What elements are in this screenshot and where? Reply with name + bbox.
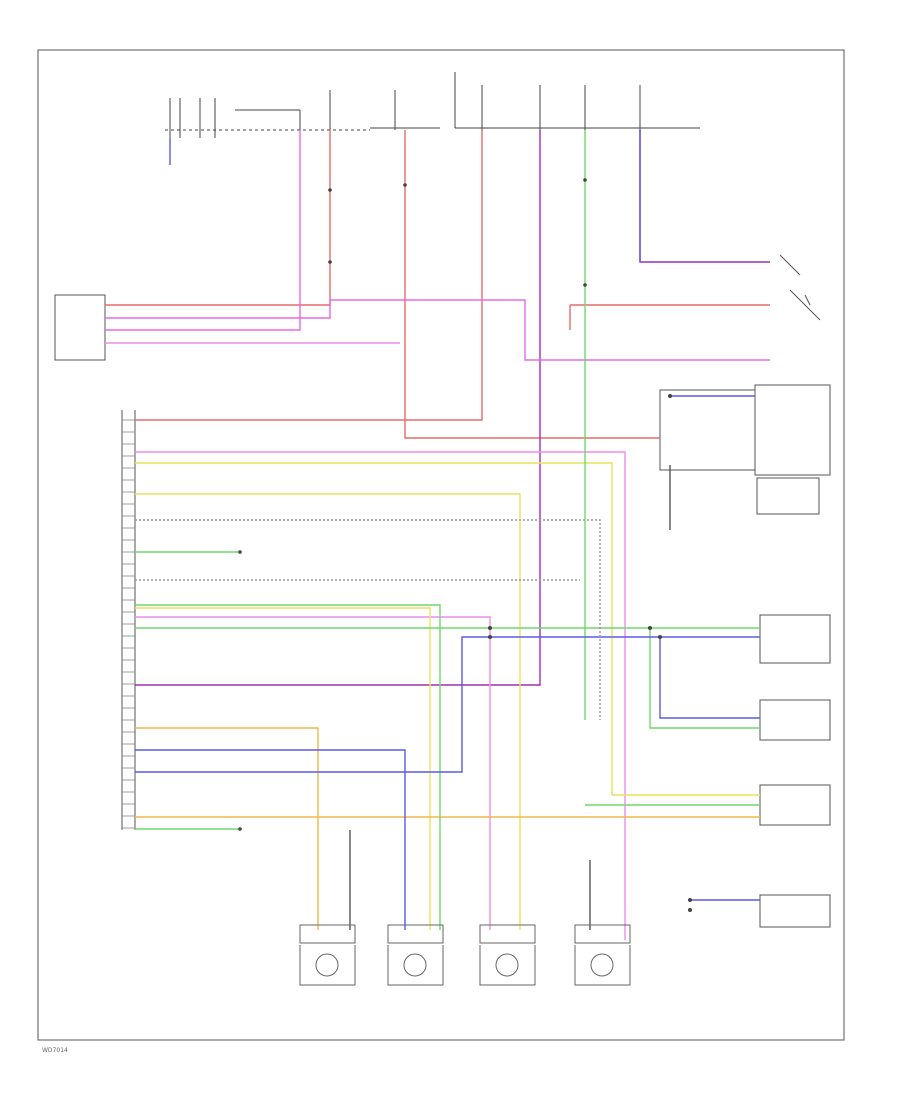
wire-blue-4 — [659, 637, 760, 719]
wire-pink-4 — [639, 130, 770, 263]
top-fuse-area — [165, 72, 700, 138]
wire-red-1 — [135, 130, 483, 421]
wire-red-2 — [404, 130, 660, 439]
sensor-2 — [387, 924, 444, 986]
wire-magenta-2 — [105, 130, 301, 331]
main-module — [121, 410, 136, 830]
wire-magenta-1 — [105, 299, 770, 361]
wire-yellow-1 — [135, 462, 760, 796]
wire-yellow-3 — [135, 607, 431, 930]
main-module-pins — [122, 419, 135, 829]
wire-pink-2 — [135, 451, 626, 940]
wire-orange-1 — [135, 727, 319, 930]
wire-blue-2 — [135, 749, 406, 930]
wire-green-5 — [649, 628, 760, 729]
junction-dots — [238, 178, 692, 912]
wire-black-1 — [135, 519, 601, 720]
sensor-1 — [299, 924, 356, 986]
diagram-border — [37, 49, 845, 1041]
wire-pink-3 — [135, 616, 491, 930]
right-components — [659, 254, 831, 928]
wire-red-3 — [105, 130, 331, 306]
wire-yellow-2 — [135, 493, 521, 930]
wire-purple-1 — [135, 130, 541, 686]
wires — [105, 130, 770, 940]
sensor-3 — [479, 924, 536, 986]
left-connector — [54, 294, 106, 361]
wire-blue-3 — [135, 636, 760, 773]
page-code: WD7014 — [42, 1047, 68, 1054]
wire-green-3 — [135, 604, 441, 930]
sensor-4 — [574, 924, 631, 986]
